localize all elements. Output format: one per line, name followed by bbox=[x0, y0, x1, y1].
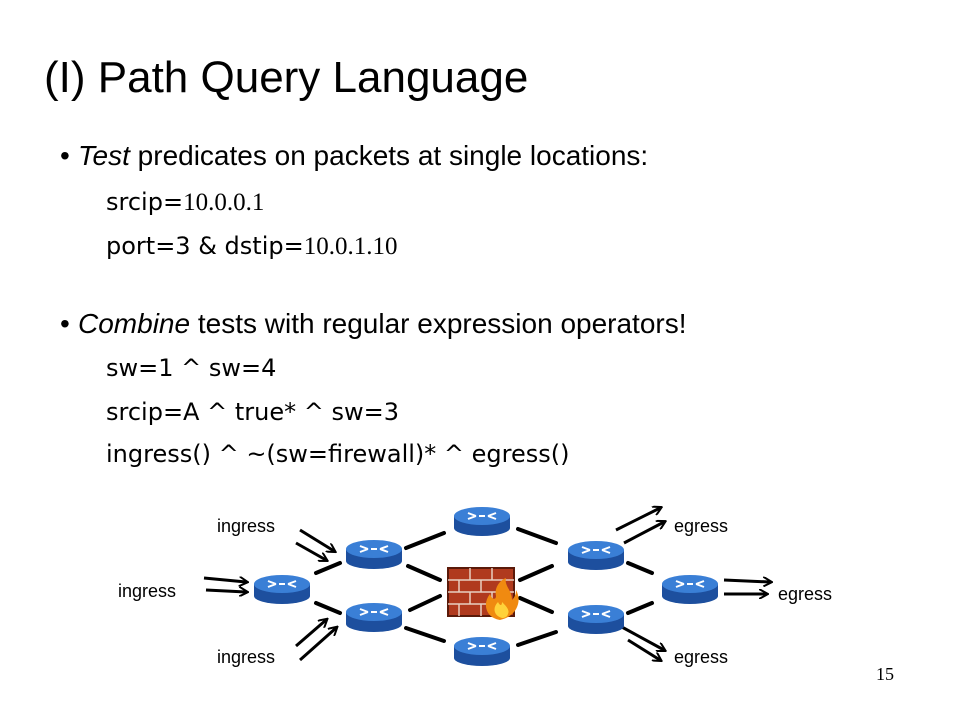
label-egress-top: egress bbox=[674, 516, 728, 536]
ingress-arrow bbox=[295, 541, 326, 560]
label-ingress-bottom: ingress bbox=[217, 647, 275, 667]
code-number: 10.0.1.10 bbox=[303, 233, 398, 260]
bullet-emph: Test bbox=[78, 140, 130, 171]
link bbox=[516, 630, 558, 647]
router-icon bbox=[345, 539, 403, 570]
egress-arrow bbox=[623, 522, 664, 545]
link bbox=[404, 531, 446, 550]
link bbox=[404, 626, 446, 643]
arrows bbox=[203, 508, 770, 662]
bullet-test: • Test predicates on packets at single lo… bbox=[60, 138, 648, 174]
bullet-dot: • bbox=[60, 308, 70, 339]
link bbox=[314, 561, 342, 575]
code-text: srcip= bbox=[106, 188, 184, 216]
ingress-arrow bbox=[295, 620, 326, 648]
link bbox=[518, 564, 554, 582]
label-egress-bottom: egress bbox=[674, 647, 728, 667]
router-icon bbox=[661, 574, 719, 605]
router-icon bbox=[567, 540, 625, 571]
link bbox=[406, 564, 442, 582]
egress-arrow bbox=[619, 624, 664, 650]
link bbox=[626, 601, 654, 615]
ingress-arrow bbox=[203, 578, 246, 582]
egress-arrow bbox=[615, 508, 660, 532]
label-egress-right: egress bbox=[778, 584, 832, 604]
router-icon bbox=[253, 574, 311, 605]
router-icon bbox=[453, 506, 511, 537]
code-line: srcip=10.0.0.1 bbox=[106, 186, 264, 219]
link bbox=[518, 596, 554, 614]
slide-title: (I) Path Query Language bbox=[44, 53, 529, 102]
bullet-dot: • bbox=[60, 140, 70, 171]
code-line: srcip=A ^ true* ^ sw=3 bbox=[106, 398, 399, 426]
link bbox=[314, 601, 342, 615]
bullet-text: tests with regular expression operators! bbox=[190, 308, 687, 339]
links bbox=[314, 527, 654, 647]
label-ingress-left: ingress bbox=[118, 581, 176, 601]
link bbox=[408, 594, 442, 612]
router-icon bbox=[345, 602, 403, 633]
router-icon bbox=[567, 604, 625, 635]
code-line: sw=1 ^ sw=4 bbox=[106, 354, 277, 382]
ingress-arrow bbox=[205, 590, 246, 592]
code-number: 10.0.0.1 bbox=[183, 189, 265, 216]
bullet-text: predicates on packets at single location… bbox=[129, 140, 649, 171]
firewall-icon bbox=[447, 567, 519, 620]
ingress-arrow bbox=[299, 528, 334, 551]
bullet-emph: Combine bbox=[78, 308, 191, 339]
router-icon bbox=[453, 636, 511, 667]
link bbox=[516, 527, 558, 545]
code-line: ingress() ^ ~(sw=firewall)* ^ egress() bbox=[106, 440, 570, 468]
egress-arrow bbox=[627, 638, 660, 660]
egress-arrow bbox=[723, 580, 770, 582]
ingress-arrow bbox=[299, 628, 336, 662]
link bbox=[626, 561, 654, 575]
code-line: port=3 & dstip=10.0.1.10 bbox=[106, 230, 397, 263]
page-number: 15 bbox=[876, 664, 894, 684]
code-text: port=3 & dstip= bbox=[106, 232, 304, 260]
label-ingress-top: ingress bbox=[217, 516, 275, 536]
bullet-combine: • Combine tests with regular expression o… bbox=[60, 306, 687, 342]
